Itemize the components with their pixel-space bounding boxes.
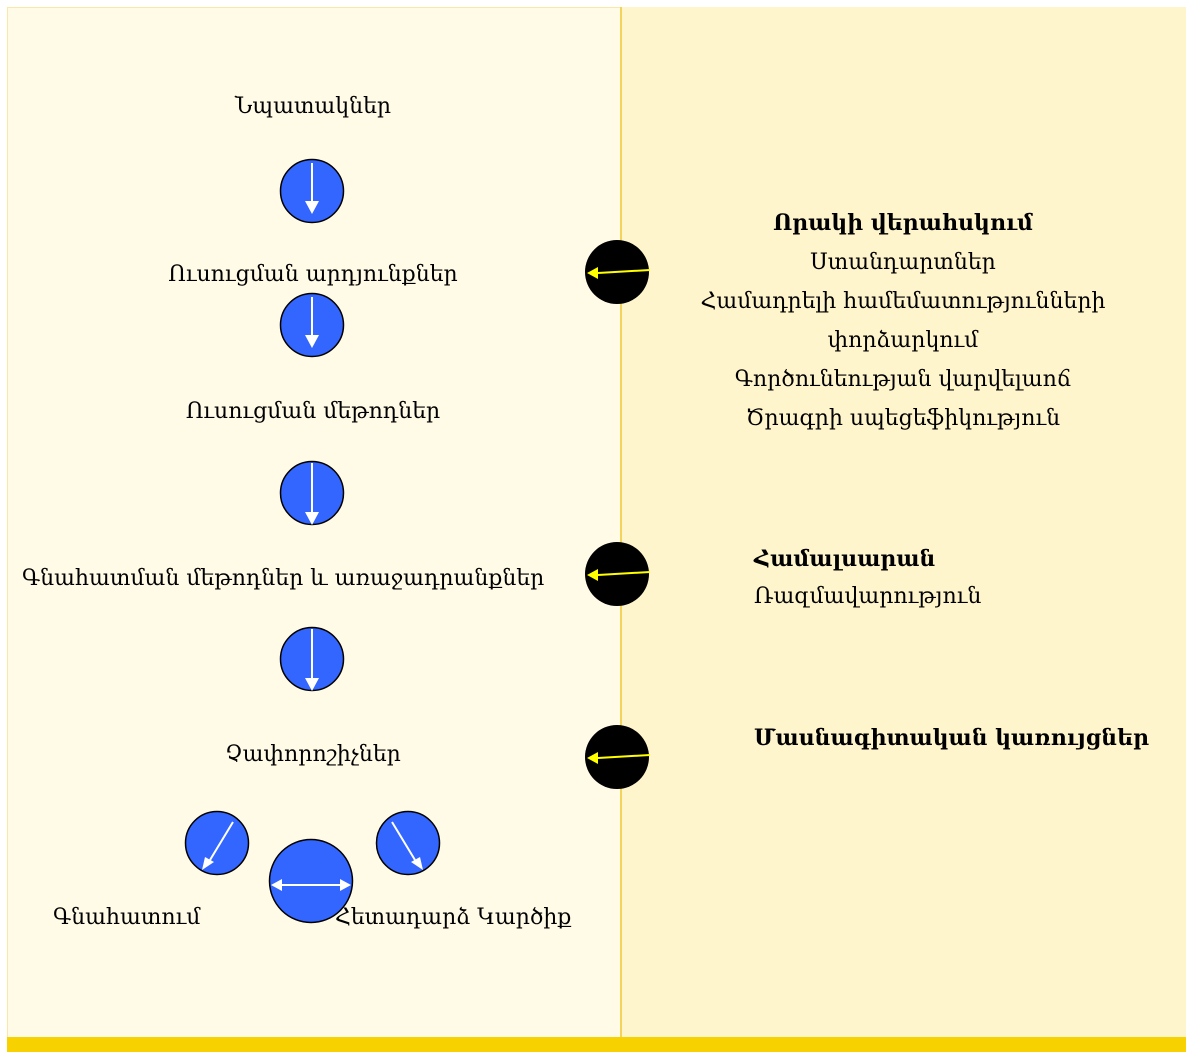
criteria-label: Չափորոշիչներ (225, 742, 401, 767)
list-item: Ռազմավարություն (754, 584, 982, 609)
goals-label: Նպատակներ (234, 94, 392, 119)
list-item: Գործունեության վարվելաոճ (734, 367, 1072, 392)
panel-divider (620, 7, 622, 1037)
assessment-label: Գնահատում (53, 905, 201, 930)
diagonal-arrow-icon (184, 810, 250, 876)
learning-outcomes-label: Ուսուցման արդյունքներ (168, 262, 458, 287)
quality-control-block: Որակի վերահսկում Ստանդարտներ Համադրելի հ… (701, 204, 1106, 438)
quality-control-title: Որակի վերահսկում (773, 210, 1033, 236)
feedback-label: Հետադարձ Կարծիք (335, 905, 572, 930)
right-panel (621, 7, 1186, 1037)
list-item: Ստանդարտներ (810, 250, 996, 275)
university-block: Համալսարան Ռազմավարություն (754, 540, 981, 616)
left-arrow-icon (585, 542, 651, 606)
list-item: փորձարկում (827, 328, 979, 353)
list-item: Համադրելի համեմատությունների (700, 289, 1106, 314)
left-arrow-icon (585, 725, 651, 789)
double-arrow-icon (268, 838, 354, 924)
assessment-methods-label: Գնահատման մեթոդներ և առաջադրանքներ (22, 566, 545, 591)
down-arrow-icon (279, 158, 345, 224)
down-arrow-icon (279, 626, 345, 692)
list-item: Ծրագրի սպեցեֆիկություն (745, 406, 1061, 431)
bottom-bar (7, 1037, 1186, 1052)
university-title: Համալսարան (754, 546, 936, 572)
down-arrow-icon (279, 460, 345, 526)
teaching-methods-label: Ուսուցման մեթոդներ (185, 399, 441, 424)
diagonal-arrow-icon (375, 810, 441, 876)
professional-structures-label: Մասնագիտական կառույցներ (754, 725, 1150, 751)
down-arrow-icon (279, 292, 345, 358)
left-arrow-icon (585, 240, 651, 304)
